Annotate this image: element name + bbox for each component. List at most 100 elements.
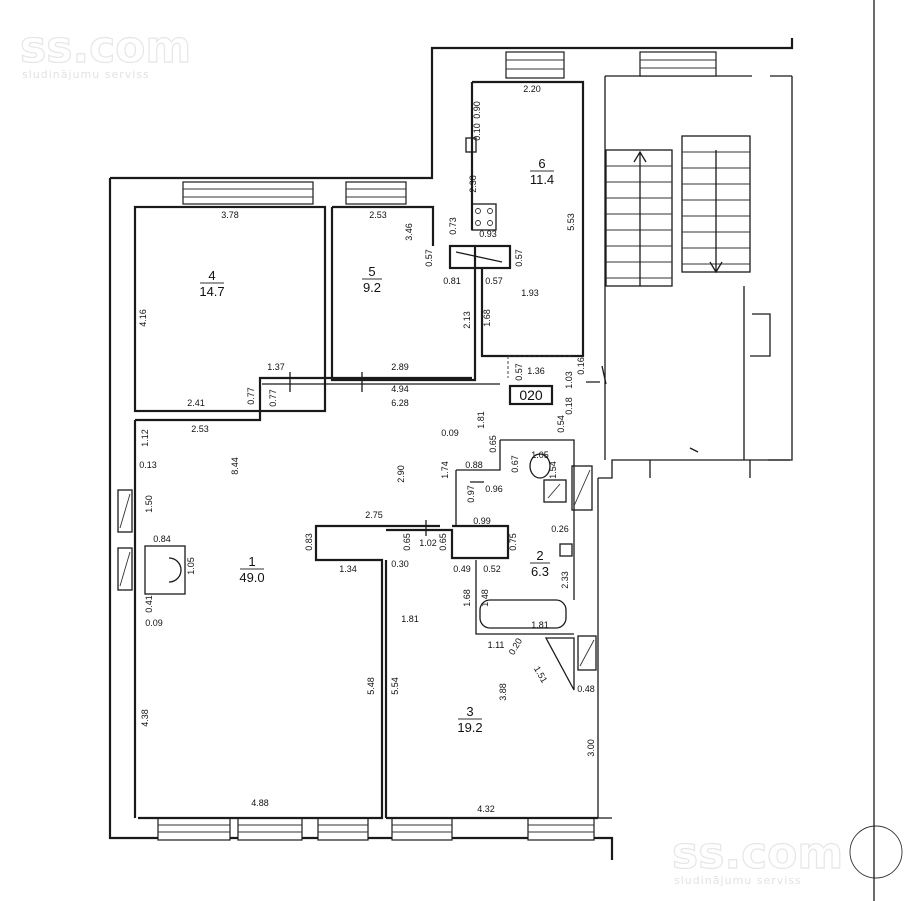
wash-basin-icon: [543, 479, 567, 503]
dimension-label: 1.81: [476, 411, 486, 429]
dimension-label: 0.41: [144, 595, 154, 613]
room-number-2: 2: [536, 548, 543, 563]
window: [237, 817, 303, 841]
corner-sink-icon: [544, 637, 575, 691]
dimension-label: 1.05: [186, 557, 196, 575]
dimension-label: 1.48: [480, 589, 490, 607]
stair-arrow-up-icon: [633, 150, 647, 286]
dimension-label: 0.16: [576, 357, 586, 375]
dimension-label: 5.54: [390, 677, 400, 695]
dimension-label: 0.48: [577, 684, 595, 694]
dimension-label: 6.28: [391, 398, 409, 408]
dimension-label: 1.36: [527, 366, 545, 376]
room-area-4: 14.7: [199, 284, 224, 299]
dimension-label: 0.67: [510, 455, 520, 473]
dimension-label: 0.77: [268, 389, 278, 407]
watermark-tagline: sludinājumu serviss: [22, 68, 150, 81]
dimension-label: 2.75: [365, 510, 383, 520]
dimension-label: 0.65: [438, 533, 448, 551]
dimension-label: 0.26: [551, 524, 569, 534]
dimension-label: 3.46: [404, 223, 414, 241]
dimension-label: 4.88: [251, 798, 269, 808]
dimension-label: 3.78: [221, 210, 239, 220]
radiator: [117, 547, 133, 591]
dimension-label: 0.97: [466, 485, 476, 503]
dimension-label: 0.49: [453, 564, 471, 574]
room-number-5: 5: [368, 264, 375, 279]
dimension-label: 0.10: [472, 123, 482, 141]
toilet-icon: [529, 453, 551, 479]
dimension-label: 0.13: [139, 460, 157, 470]
radiator: [577, 635, 597, 671]
dimension-label: 0.81: [443, 276, 461, 286]
dimension-label: 2.53: [369, 210, 387, 220]
room-4-outline: [133, 205, 327, 413]
dimension-label: 0.65: [488, 435, 498, 453]
dimension-label: 1.12: [140, 429, 150, 447]
window: [317, 817, 369, 841]
dimension-label: 0.18: [564, 397, 574, 415]
dimension-label: 1.54: [548, 461, 558, 479]
dimension-label: 0.52: [483, 564, 501, 574]
room-area-5: 9.2: [363, 280, 381, 295]
stair-arrow-down-icon: [709, 150, 723, 274]
staircase: [605, 135, 771, 460]
window: [345, 181, 407, 205]
dimension-label: 0.73: [448, 217, 458, 235]
room-area-2: 6.3: [531, 564, 549, 579]
dimension-label: 0.88: [465, 460, 483, 470]
dimension-label: 4.94: [391, 384, 409, 394]
sink-icon: [465, 137, 477, 153]
dimension-label: 0.83: [304, 533, 314, 551]
watermark-tagline: sludinājumu serviss: [674, 874, 802, 887]
dimension-label: 2.53: [191, 424, 209, 434]
fireplace: [144, 545, 186, 595]
dimension-label: 2.33: [560, 571, 570, 589]
outer-walls: [108, 0, 875, 901]
dimension-label: 4.38: [140, 709, 150, 727]
dimension-label: 0.09: [145, 618, 163, 628]
watermark-brand: ss.com: [672, 828, 843, 879]
room-number-1: 1: [248, 554, 255, 569]
window: [157, 817, 231, 841]
window: [527, 817, 595, 841]
room-area-1: 49.0: [239, 570, 264, 585]
dimension-label: 0.30: [391, 559, 409, 569]
dimension-label: 4.16: [138, 309, 148, 327]
dimension-label: 0.20: [507, 636, 524, 656]
dimension-label: 1.05: [531, 450, 549, 460]
corridor-tag: 020: [519, 387, 543, 403]
dimension-label: 0.09: [441, 428, 459, 438]
window: [505, 51, 565, 79]
dimension-label: 0.96: [485, 484, 503, 494]
watermark-top-left: ss.com sludinājumu serviss: [19, 21, 191, 81]
room-area-3: 19.2: [457, 720, 482, 735]
dimension-label: 2.89: [391, 362, 409, 372]
dimension-label: 1.50: [144, 495, 154, 513]
dimension-label: 2.20: [523, 84, 541, 94]
watermark-brand: ss.com: [20, 22, 191, 73]
room-number-4: 4: [208, 268, 215, 283]
watermark-logo-icon: [849, 825, 903, 879]
dimension-label: 1.37: [267, 362, 285, 372]
dimension-label: 1.68: [462, 589, 472, 607]
dimension-label: 0.54: [556, 415, 566, 433]
dimension-labels: 2.20 0.93 0.81 0.57 1.93 3.78 2.53 1.37 …: [139, 84, 595, 814]
dimension-label: 1.81: [401, 614, 419, 624]
dimension-label: 8.44: [230, 457, 240, 475]
dimension-label: 0.77: [246, 387, 256, 405]
dimension-label: 1.02: [419, 538, 437, 548]
dimension-label: 0.90: [472, 101, 482, 119]
dimension-label: 0.57: [514, 363, 524, 381]
dimension-label: 2.13: [462, 311, 472, 329]
chimney: [448, 244, 512, 270]
dimension-label: 0.57: [485, 276, 503, 286]
dimension-label: 5.53: [566, 213, 576, 231]
dimension-label: 1.81: [531, 620, 549, 630]
dimension-label: 0.57: [424, 249, 434, 267]
room-area-6: 11.4: [530, 172, 554, 187]
dimension-label: 2.41: [187, 398, 205, 408]
dimension-label: 1.51: [532, 664, 549, 684]
dimension-label: 0.57: [514, 249, 524, 267]
